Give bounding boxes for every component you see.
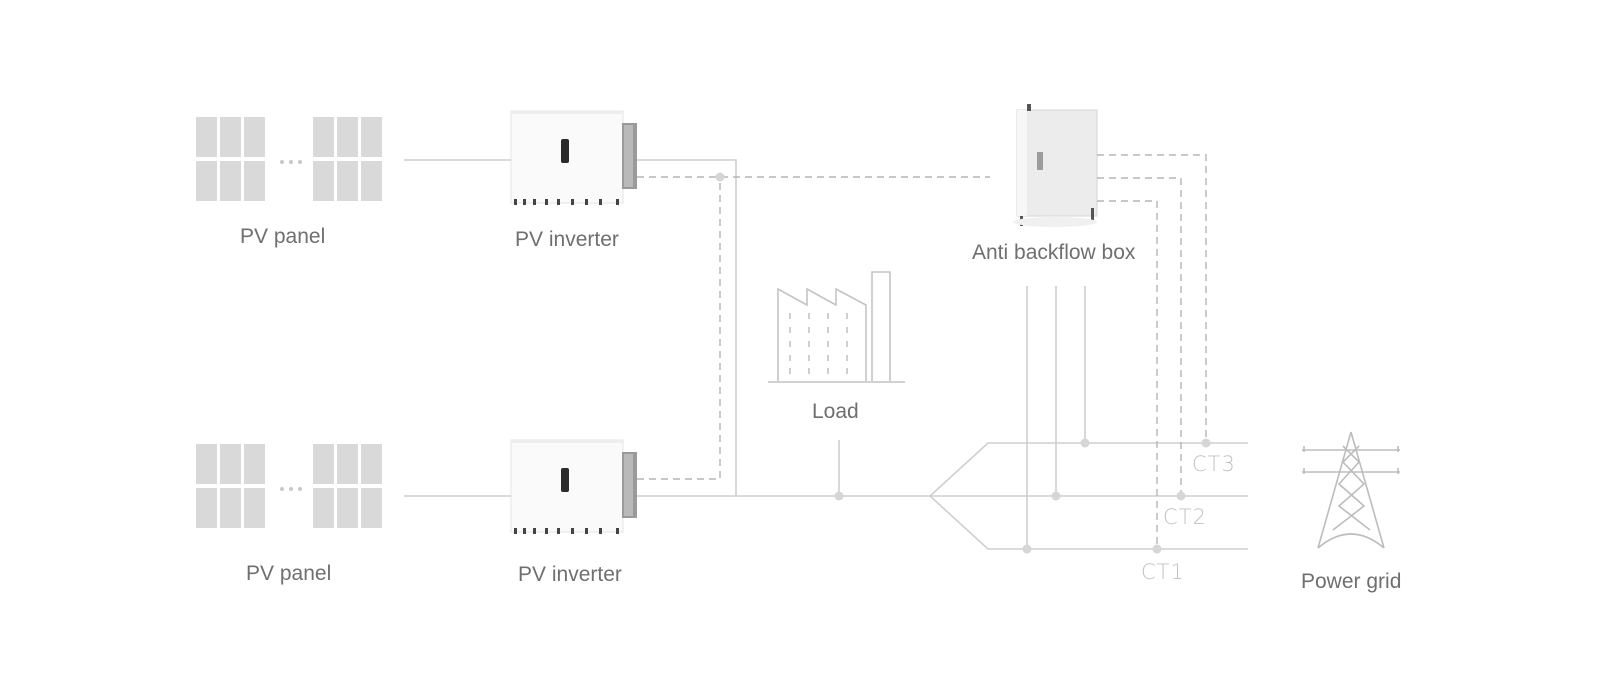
pv-inverter-top-icon <box>510 110 638 206</box>
pv-inverter-bottom-label: PV inverter <box>518 563 622 586</box>
pv-panel-top-icon <box>196 117 382 201</box>
pv-inverter-top-label: PV inverter <box>515 228 619 251</box>
pv-panel-top-label: PV panel <box>240 225 326 248</box>
pv-inverter-bottom-icon <box>510 439 638 535</box>
factory-icon <box>768 271 905 383</box>
connection-nodes <box>715 172 1211 554</box>
pv-panel-bottom-icon <box>196 444 382 528</box>
ct1-label: CT1 <box>1141 560 1185 584</box>
anti-backflow-box-icon <box>1013 104 1098 227</box>
anti-backflow-box-label: Anti backflow box <box>972 241 1136 264</box>
load-label: Load <box>812 400 859 423</box>
communication-wiring <box>637 154 1207 549</box>
ct2-label: CT2 <box>1163 505 1207 529</box>
power-grid-label: Power grid <box>1301 570 1402 593</box>
ct3-label: CT3 <box>1192 452 1236 476</box>
transmission-tower-icon <box>1302 431 1400 549</box>
pv-panel-bottom-label: PV panel <box>246 562 332 585</box>
